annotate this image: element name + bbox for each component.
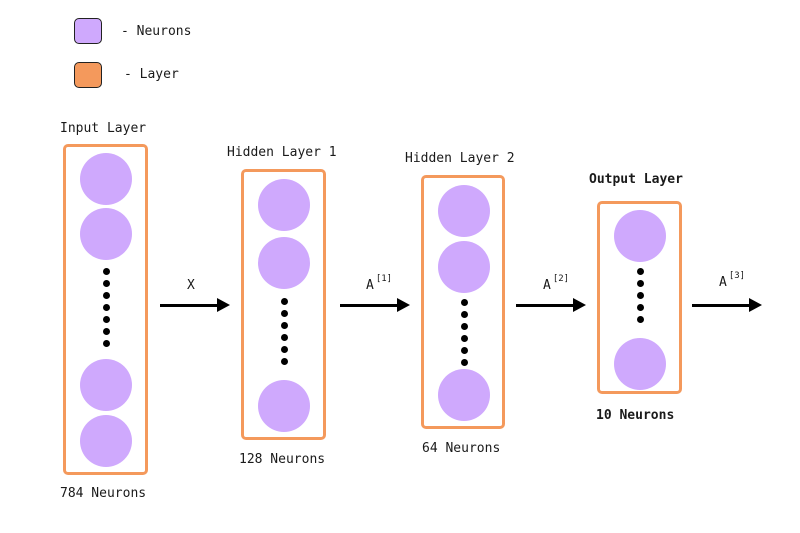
legend-neuron-label: - Neurons bbox=[121, 24, 192, 39]
hidden-layer-1-box bbox=[241, 169, 326, 440]
ellipsis-dot bbox=[103, 280, 110, 287]
ellipsis-dot bbox=[103, 304, 110, 311]
legend-layer-swatch bbox=[74, 62, 102, 88]
ellipsis-dot bbox=[461, 335, 468, 342]
ellipsis-dot bbox=[281, 358, 288, 365]
arrow-label-base: A bbox=[543, 278, 551, 293]
arrow-output bbox=[692, 299, 762, 311]
ellipsis-dot bbox=[461, 299, 468, 306]
legend-layer-label: - Layer bbox=[124, 67, 179, 82]
hidden-layer-2-box bbox=[421, 175, 505, 429]
neuron bbox=[80, 208, 132, 260]
arrow-input-to-hidden1 bbox=[160, 299, 230, 311]
neuron bbox=[80, 153, 132, 205]
ellipsis-dot bbox=[103, 268, 110, 275]
arrow-label-superscript: [3] bbox=[728, 271, 746, 281]
neuron bbox=[258, 179, 310, 231]
output-layer-box bbox=[597, 201, 682, 394]
ellipsis-dot bbox=[461, 323, 468, 330]
neuron bbox=[80, 359, 132, 411]
legend-neuron-swatch bbox=[74, 18, 102, 44]
output-layer-title: Output Layer bbox=[589, 172, 683, 187]
input-layer-count: 784 Neurons bbox=[60, 486, 147, 501]
ellipsis-dot bbox=[461, 347, 468, 354]
ellipsis-dot bbox=[281, 298, 288, 305]
hidden-layer-2-count: 64 Neurons bbox=[422, 441, 501, 456]
hidden-layer-2-title: Hidden Layer 2 bbox=[405, 151, 515, 166]
neuron bbox=[258, 380, 310, 432]
ellipsis-dot bbox=[637, 304, 644, 311]
ellipsis-dot bbox=[637, 316, 644, 323]
arrow-label-a1: A[1] bbox=[366, 270, 393, 293]
arrow-label-base: A bbox=[366, 278, 374, 293]
ellipsis-dot bbox=[637, 268, 644, 275]
ellipsis-dot bbox=[461, 311, 468, 318]
arrow-label-base: A bbox=[719, 275, 727, 290]
ellipsis-dot bbox=[103, 292, 110, 299]
arrow-label-superscript: [2] bbox=[552, 274, 570, 284]
neuron bbox=[438, 241, 490, 293]
neuron bbox=[614, 338, 666, 390]
neuron bbox=[614, 210, 666, 262]
arrow-hidden2-to-output bbox=[516, 299, 586, 311]
output-layer-count: 10 Neurons bbox=[596, 408, 675, 423]
ellipsis-dot bbox=[103, 340, 110, 347]
ellipsis-dot bbox=[281, 346, 288, 353]
arrow-label-base: X bbox=[187, 278, 195, 293]
arrow-label-x: X bbox=[187, 278, 195, 293]
neuron bbox=[258, 237, 310, 289]
arrow-label-a3: A[3] bbox=[719, 267, 746, 290]
input-layer-title: Input Layer bbox=[60, 121, 147, 136]
ellipsis-dot bbox=[637, 280, 644, 287]
ellipsis-dot bbox=[461, 359, 468, 366]
ellipsis-dot bbox=[103, 316, 110, 323]
ellipsis-dot bbox=[281, 310, 288, 317]
hidden-layer-1-count: 128 Neurons bbox=[239, 452, 326, 467]
arrow-hidden1-to-hidden2 bbox=[340, 299, 410, 311]
arrow-label-a2: A[2] bbox=[543, 270, 570, 293]
arrow-label-superscript: [1] bbox=[375, 274, 393, 284]
ellipsis-dot bbox=[637, 292, 644, 299]
neuron bbox=[438, 369, 490, 421]
ellipsis-dot bbox=[281, 334, 288, 341]
neuron bbox=[438, 185, 490, 237]
ellipsis-dot bbox=[103, 328, 110, 335]
ellipsis-dot bbox=[281, 322, 288, 329]
neuron bbox=[80, 415, 132, 467]
input-layer-box bbox=[63, 144, 148, 475]
hidden-layer-1-title: Hidden Layer 1 bbox=[227, 145, 337, 160]
